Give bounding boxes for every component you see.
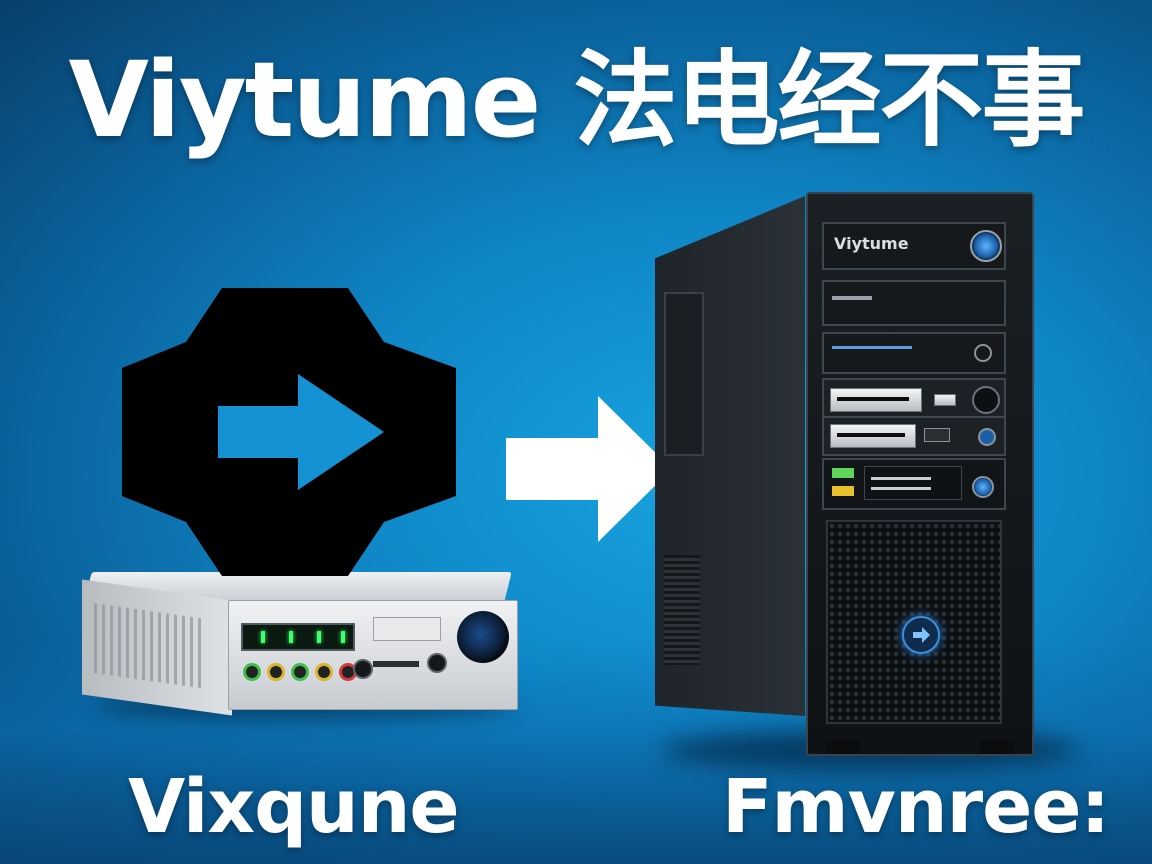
amp-front-panel [228, 600, 518, 710]
arrow-logo-icon [902, 616, 940, 654]
source-caption: Vixqune [128, 764, 460, 850]
io-port [871, 477, 931, 480]
amp-vent [94, 603, 204, 689]
bay-knob-icon[interactable] [972, 386, 1000, 414]
status-tag-yellow [832, 486, 854, 496]
optical-drive [830, 388, 922, 412]
drive-slot [832, 296, 872, 300]
hexagon-arrow-icon [122, 288, 456, 576]
drive-bay: Viytume [822, 222, 1006, 270]
amp-display [241, 623, 355, 651]
target-caption: Fmvnree: [722, 764, 1110, 850]
audio-jack [291, 663, 309, 681]
amp-disc-slot [373, 617, 441, 641]
drive-slot [832, 346, 912, 349]
reset-button-icon[interactable] [972, 476, 994, 498]
io-panel [864, 466, 962, 500]
optical-drive [830, 424, 916, 448]
amp-knob-icon [353, 659, 373, 679]
source-device [78, 560, 518, 716]
audio-jack [315, 663, 333, 681]
usb-port [924, 428, 950, 442]
tower-foot [980, 740, 1014, 754]
amp-led [261, 631, 265, 643]
amp-led [341, 631, 345, 643]
tower-brand-label: Viytume [834, 234, 909, 253]
amp-side-panel [82, 579, 232, 716]
drive-slot [837, 397, 909, 401]
audio-jack [243, 663, 261, 681]
front-mesh-grille [826, 520, 1002, 724]
usb-port [934, 394, 956, 406]
volume-knob-icon [457, 611, 509, 663]
bay-button-icon[interactable] [974, 344, 992, 362]
drive-bay [822, 280, 1006, 326]
drive-bay [822, 332, 1006, 374]
page-title: Viytume 法电经不事 [68, 39, 1086, 161]
power-button-icon[interactable] [970, 230, 1002, 262]
drive-bay [822, 416, 1006, 456]
tower-side-window [664, 292, 704, 456]
tower-side-vent [664, 555, 700, 665]
drive-slot [837, 433, 905, 437]
amp-slot [373, 661, 419, 667]
tower-foot [826, 740, 860, 754]
amp-knob-icon [427, 653, 447, 673]
tower-front-panel: Viytume [806, 192, 1034, 756]
audio-jack [267, 663, 285, 681]
status-tag-green [832, 468, 854, 478]
drive-bay [822, 458, 1006, 510]
amp-led [317, 631, 321, 643]
io-port [871, 487, 931, 490]
bay-button-icon[interactable] [978, 428, 996, 446]
drive-bay [822, 378, 1006, 422]
amp-led [289, 631, 293, 643]
right-arrow-icon [506, 396, 672, 542]
